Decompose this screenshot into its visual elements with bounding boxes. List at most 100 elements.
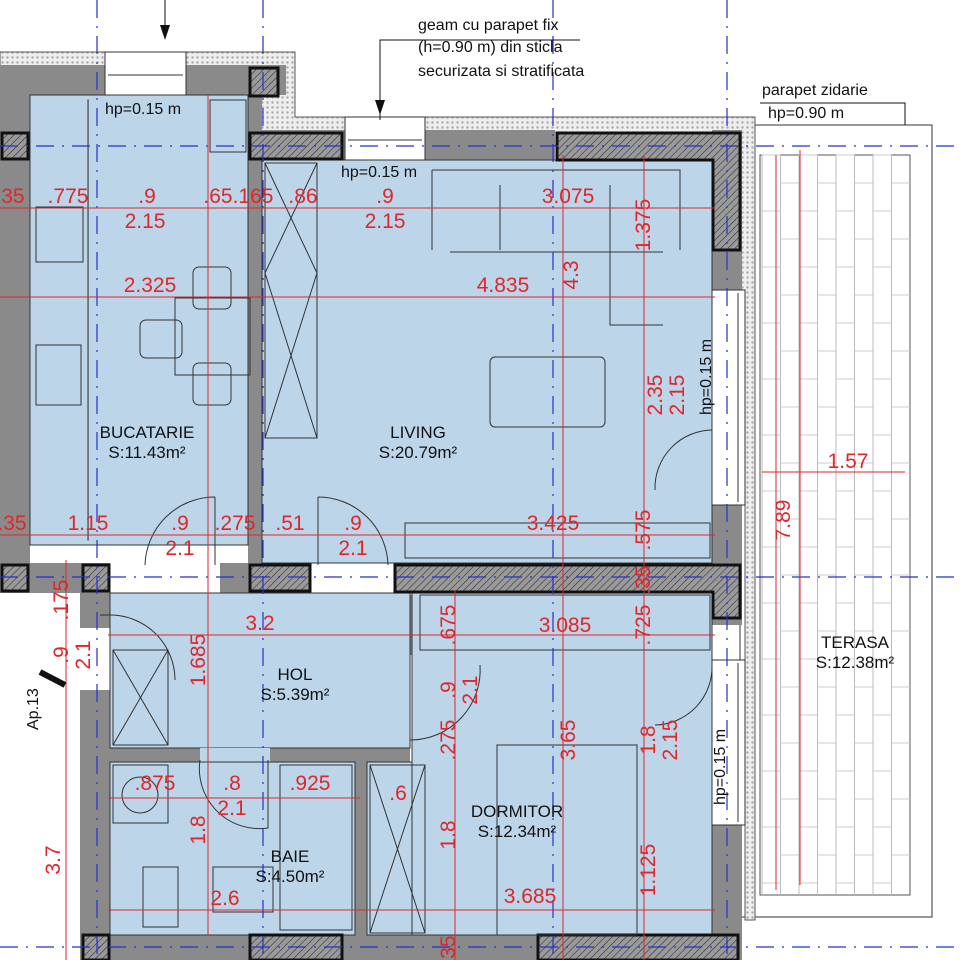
dimension-label: 4.835 <box>477 274 530 297</box>
room-labels: BUCATARIE S:11.43m² LIVING S:20.79m² HOL… <box>100 423 895 886</box>
note-hp-living-side: hp=0.15 m <box>698 339 715 415</box>
dimension-label: 1.375 <box>632 199 655 252</box>
note-glass-1: geam cu parapet fix <box>418 17 559 34</box>
dimension-label: 4.3 <box>560 260 583 289</box>
chair-icon <box>139 319 183 359</box>
note-hp-bedroom-side: hp=0.15 m <box>712 729 729 805</box>
dimension-label: .775 <box>48 185 89 208</box>
dimension-label: .675 <box>437 605 460 646</box>
room-area-living: S:20.79m² <box>379 443 458 462</box>
boiler-icon <box>209 99 247 153</box>
dimension-label: 2.15 <box>125 210 166 233</box>
terrace <box>739 124 933 918</box>
dimension-label: .165 <box>233 185 274 208</box>
room-area-hall: S:5.39m² <box>261 685 330 704</box>
dimension-label: 2.1 <box>72 640 95 669</box>
dimension-label: .9 <box>344 512 362 535</box>
dimension-label: 2.15 <box>365 210 406 233</box>
doors <box>100 429 713 830</box>
room-area-terrace: S:12.38m² <box>816 653 895 672</box>
dimension-label: 2.325 <box>124 274 177 297</box>
dimension-label: 3.65 <box>557 720 580 761</box>
windows <box>104 51 746 826</box>
dimension-label: 3.075 <box>542 185 595 208</box>
chair-icon <box>192 362 232 406</box>
dimension-label: 2.1 <box>338 537 367 560</box>
stove-icon <box>35 206 84 263</box>
dimension-label: 1.8 <box>187 815 210 844</box>
dimension-label: 1.685 <box>187 634 210 687</box>
dimension-label: 2.1 <box>165 537 194 560</box>
note-hp-living: hp=0.15 m <box>341 164 417 181</box>
note-glass-2: (h=0.90 m) din sticla <box>418 39 563 56</box>
dining-table <box>174 297 251 376</box>
annotations: geam cu parapet fix (h=0.90 m) din sticl… <box>25 0 906 805</box>
dimension-label: 3.425 <box>527 512 580 535</box>
dimension-label: 2.1 <box>217 797 246 820</box>
room-bedroom <box>411 591 713 936</box>
room-name-terrace: TERASA <box>821 633 890 652</box>
tv-unit <box>404 522 711 559</box>
room-name-living: LIVING <box>390 423 446 442</box>
dimension-label: .9 <box>138 185 156 208</box>
dimension-label: 3.2 <box>245 612 274 635</box>
dimension-label: .575 <box>632 510 655 551</box>
apartment-label: Ap.13 <box>25 688 42 730</box>
dimension-label: 3.7 <box>42 845 65 874</box>
dimension-label: .275 <box>437 720 460 761</box>
note-parapet-2: hp=0.90 m <box>768 105 844 122</box>
wardrobe-living <box>264 162 318 439</box>
room-bathroom <box>109 761 356 936</box>
leader-line <box>760 102 906 125</box>
terrace-tiles <box>761 154 910 895</box>
dimension-label: .9 <box>50 646 73 664</box>
room-living <box>261 159 713 564</box>
entrance-marker <box>38 669 67 688</box>
room-kitchen <box>29 94 249 546</box>
dimension-label: 3.085 <box>539 614 592 637</box>
dimension-label: .925 <box>290 772 331 795</box>
bathtub-icon <box>279 764 353 931</box>
dimension-label: .65 <box>203 185 232 208</box>
room-hall-door <box>200 748 270 762</box>
dimension-label: .35 <box>437 935 460 960</box>
room-name-hall: HOL <box>278 665 313 684</box>
arrow-icon <box>375 100 385 115</box>
coffee-table <box>489 356 606 428</box>
washbasin-icon <box>212 866 274 913</box>
note-glass-3: securizata si stratificata <box>418 63 584 80</box>
dimension-label: .86 <box>288 185 317 208</box>
note-parapet-1: parapet zidarie <box>762 82 868 99</box>
dimension-label: 2.15 <box>659 720 682 761</box>
dimension-label: .875 <box>135 772 176 795</box>
dimension-label: .9 <box>171 512 189 535</box>
room-area-bedroom: S:12.34m² <box>478 822 557 841</box>
room-area-kitchen: S:11.43m² <box>108 443 186 462</box>
dimension-label: .9 <box>437 681 460 699</box>
room-area-bathroom: S:4.50m² <box>256 867 325 886</box>
closet-cabinet <box>369 764 426 934</box>
room-name-bedroom: DORMITOR <box>471 802 563 821</box>
room-hall <box>109 592 411 749</box>
furniture <box>35 99 711 936</box>
chair-icon <box>192 266 232 310</box>
dimension-lines <box>0 95 905 960</box>
dimension-label: 1.8 <box>437 820 460 849</box>
terrace-floor <box>759 154 911 896</box>
leader-line <box>379 39 580 120</box>
dimension-label: 2.35 <box>644 375 667 416</box>
bed-icon <box>496 744 638 936</box>
dimension-label: .725 <box>632 605 655 646</box>
dimension-label: 1.57 <box>828 450 869 473</box>
dimension-label: 1.15 <box>68 512 109 535</box>
dimension-label: .6 <box>389 782 407 805</box>
dimension-label: .175 <box>50 580 73 621</box>
columns <box>0 66 742 960</box>
dimension-label: .8 <box>223 772 241 795</box>
dimension-label: .51 <box>275 512 304 535</box>
dimension-label: .35 <box>0 185 25 208</box>
dimension-label: .275 <box>215 512 256 535</box>
dimension-label: 2.1 <box>459 675 482 704</box>
